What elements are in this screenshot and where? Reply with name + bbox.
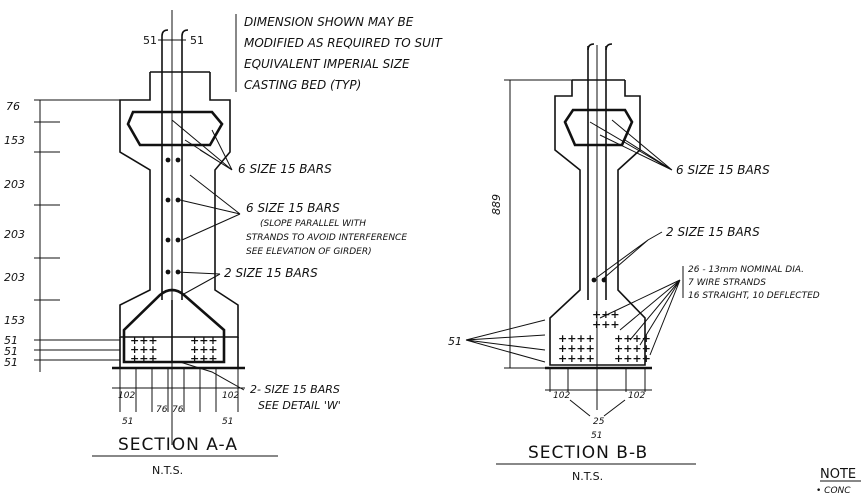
svg-text:CASTING BED (TYP): CASTING BED (TYP) bbox=[244, 78, 361, 92]
svg-text:102: 102 bbox=[553, 391, 570, 401]
svg-text:153: 153 bbox=[4, 134, 25, 147]
svg-text:203: 203 bbox=[4, 228, 25, 241]
svg-text:++++: ++++ bbox=[614, 352, 651, 365]
callout-leaders-mid-b bbox=[595, 231, 663, 279]
section-a-title: SECTION A-A bbox=[118, 435, 238, 455]
web-stirrups-b bbox=[587, 46, 607, 300]
left-dim-leaders-b bbox=[465, 319, 546, 363]
girder-outline-a bbox=[119, 72, 239, 338]
bars-a bbox=[165, 157, 181, 275]
bottom-dim-arrows-b bbox=[569, 399, 626, 417]
callout-leaders-top-b bbox=[589, 119, 673, 171]
svg-text:51: 51 bbox=[591, 431, 602, 441]
bars-b bbox=[591, 277, 607, 283]
svg-text:51: 51 bbox=[4, 356, 18, 369]
svg-text:203: 203 bbox=[4, 178, 25, 191]
left-dim-b: 51 bbox=[448, 335, 462, 348]
callout-top-a: 6 SIZE 15 BARS bbox=[238, 162, 332, 176]
svg-text:++++: ++++ bbox=[558, 342, 595, 355]
bottom-dim-ticks-b bbox=[549, 368, 646, 392]
casting-bed-note: DIMENSION SHOWN MAY BE MODIFIED AS REQUI… bbox=[244, 15, 443, 92]
strands-a: ++++++ ++++++ ++++++ bbox=[130, 334, 218, 365]
svg-text:SEE ELEVATION OF GIRDER): SEE ELEVATION OF GIRDER) bbox=[246, 247, 372, 257]
top-dim-right: 51 bbox=[190, 34, 204, 47]
svg-text:SEE DETAIL 'W': SEE DETAIL 'W' bbox=[258, 399, 341, 412]
svg-text:MODIFIED AS REQUIRED TO SUIT: MODIFIED AS REQUIRED TO SUIT bbox=[244, 36, 443, 50]
top-flange-stirrup-b bbox=[563, 108, 634, 147]
section-a-scale: N.T.S. bbox=[152, 464, 183, 477]
svg-text:+++: +++ bbox=[130, 352, 158, 365]
svg-text:203: 203 bbox=[4, 271, 25, 284]
bottom-dim-labels-b: 102 102 25 51 bbox=[553, 391, 645, 441]
svg-text:++++: ++++ bbox=[558, 352, 595, 365]
svg-text:51: 51 bbox=[4, 334, 18, 347]
svg-text:25: 25 bbox=[593, 417, 605, 427]
svg-text:51: 51 bbox=[4, 345, 18, 358]
svg-text:76: 76 bbox=[6, 100, 20, 113]
svg-text:16 STRAIGHT, 10 DEFLECTED: 16 STRAIGHT, 10 DEFLECTED bbox=[688, 291, 820, 301]
callout-low-a: 2 SIZE 15 BARS bbox=[224, 266, 318, 280]
top-flange-stirrup-a bbox=[126, 110, 224, 147]
notes-heading: NOTE bbox=[820, 467, 856, 482]
svg-text:51: 51 bbox=[122, 417, 133, 427]
left-dim-labels-a: 76 153 203 203 203 153 51 51 51 bbox=[4, 100, 25, 369]
svg-text:7 WIRE STRANDS: 7 WIRE STRANDS bbox=[688, 278, 766, 288]
callout-leader-bottom-a bbox=[179, 361, 245, 391]
strands-b: +++ +++ ++++++++ ++++++++ ++++++++ bbox=[558, 308, 651, 365]
svg-text:EQUIVALENT IMPERIAL SIZE: EQUIVALENT IMPERIAL SIZE bbox=[244, 57, 410, 71]
svg-text:+++: +++ bbox=[592, 318, 620, 331]
callout-leaders-low-a bbox=[175, 271, 221, 296]
notes-block: NOTE • CONC bbox=[816, 467, 861, 495]
callout-leaders-top-a bbox=[171, 119, 233, 171]
svg-text:102: 102 bbox=[118, 391, 135, 401]
section-a-a: ++++++ ++++++ ++++++ 51 51 DIMENSION SHO… bbox=[4, 10, 443, 477]
callout-mid-sub-a: (SLOPE PARALLEL WITH STRANDS TO AVOID IN… bbox=[246, 219, 407, 257]
bottom-dim-labels-a: 102 76 76 102 51 51 bbox=[118, 391, 239, 427]
section-b-b: +++ +++ ++++++++ ++++++++ ++++++++ 889 6… bbox=[448, 43, 820, 483]
bottom-dim-ticks-a bbox=[119, 368, 239, 412]
bottom-flange-sides-a bbox=[119, 337, 239, 368]
svg-text:2- SIZE 15 BARS: 2- SIZE 15 BARS bbox=[250, 383, 340, 396]
svg-text:+++: +++ bbox=[190, 352, 218, 365]
section-b-scale: N.T.S. bbox=[572, 470, 603, 483]
girder-outline-b bbox=[549, 80, 646, 366]
strand-note-b: 26 - 13mm NOMINAL DIA. 7 WIRE STRANDS 16… bbox=[688, 265, 820, 301]
height-dim-b: 889 bbox=[490, 194, 503, 215]
web-stirrups-a bbox=[161, 36, 183, 300]
stirrup-hooks-b bbox=[587, 43, 613, 51]
svg-text:+++: +++ bbox=[130, 343, 158, 356]
svg-text:76: 76 bbox=[156, 405, 168, 415]
svg-text:51: 51 bbox=[222, 417, 233, 427]
svg-text:102: 102 bbox=[628, 391, 645, 401]
svg-text:STRANDS TO AVOID INTERFERENCE: STRANDS TO AVOID INTERFERENCE bbox=[246, 233, 407, 243]
bottom-bulb-stirrup-a bbox=[122, 288, 226, 364]
height-dim-ext-b bbox=[504, 79, 572, 369]
svg-text:153: 153 bbox=[4, 314, 25, 327]
svg-text:26 - 13mm NOMINAL DIA.: 26 - 13mm NOMINAL DIA. bbox=[688, 265, 804, 275]
callout-bottom-a: 2- SIZE 15 BARS SEE DETAIL 'W' bbox=[250, 383, 341, 412]
svg-text:102: 102 bbox=[222, 391, 239, 401]
section-b-title: SECTION B-B bbox=[528, 443, 648, 463]
svg-text:++++: ++++ bbox=[614, 342, 651, 355]
callout-top-b: 6 SIZE 15 BARS bbox=[676, 163, 770, 177]
svg-text:(SLOPE PARALLEL WITH: (SLOPE PARALLEL WITH bbox=[260, 219, 366, 229]
svg-text:76: 76 bbox=[172, 405, 184, 415]
svg-text:+++: +++ bbox=[190, 334, 218, 347]
svg-text:DIMENSION SHOWN MAY BE: DIMENSION SHOWN MAY BE bbox=[244, 15, 414, 29]
notes-line-1: • CONC bbox=[816, 486, 851, 495]
callout-mid-a: 6 SIZE 15 BARS bbox=[246, 201, 340, 215]
svg-text:+++: +++ bbox=[190, 343, 218, 356]
stirrup-hooks-a bbox=[161, 29, 189, 37]
svg-text:+++: +++ bbox=[130, 334, 158, 347]
svg-text:+++: +++ bbox=[592, 308, 620, 321]
left-dim-ticks-a bbox=[34, 99, 120, 361]
svg-text:++++: ++++ bbox=[558, 332, 595, 345]
top-dim-left: 51 bbox=[143, 34, 157, 47]
callout-leaders-mid-a bbox=[179, 174, 241, 241]
callout-mid-b: 2 SIZE 15 BARS bbox=[666, 225, 760, 239]
strand-note-leaders-b bbox=[599, 279, 681, 356]
